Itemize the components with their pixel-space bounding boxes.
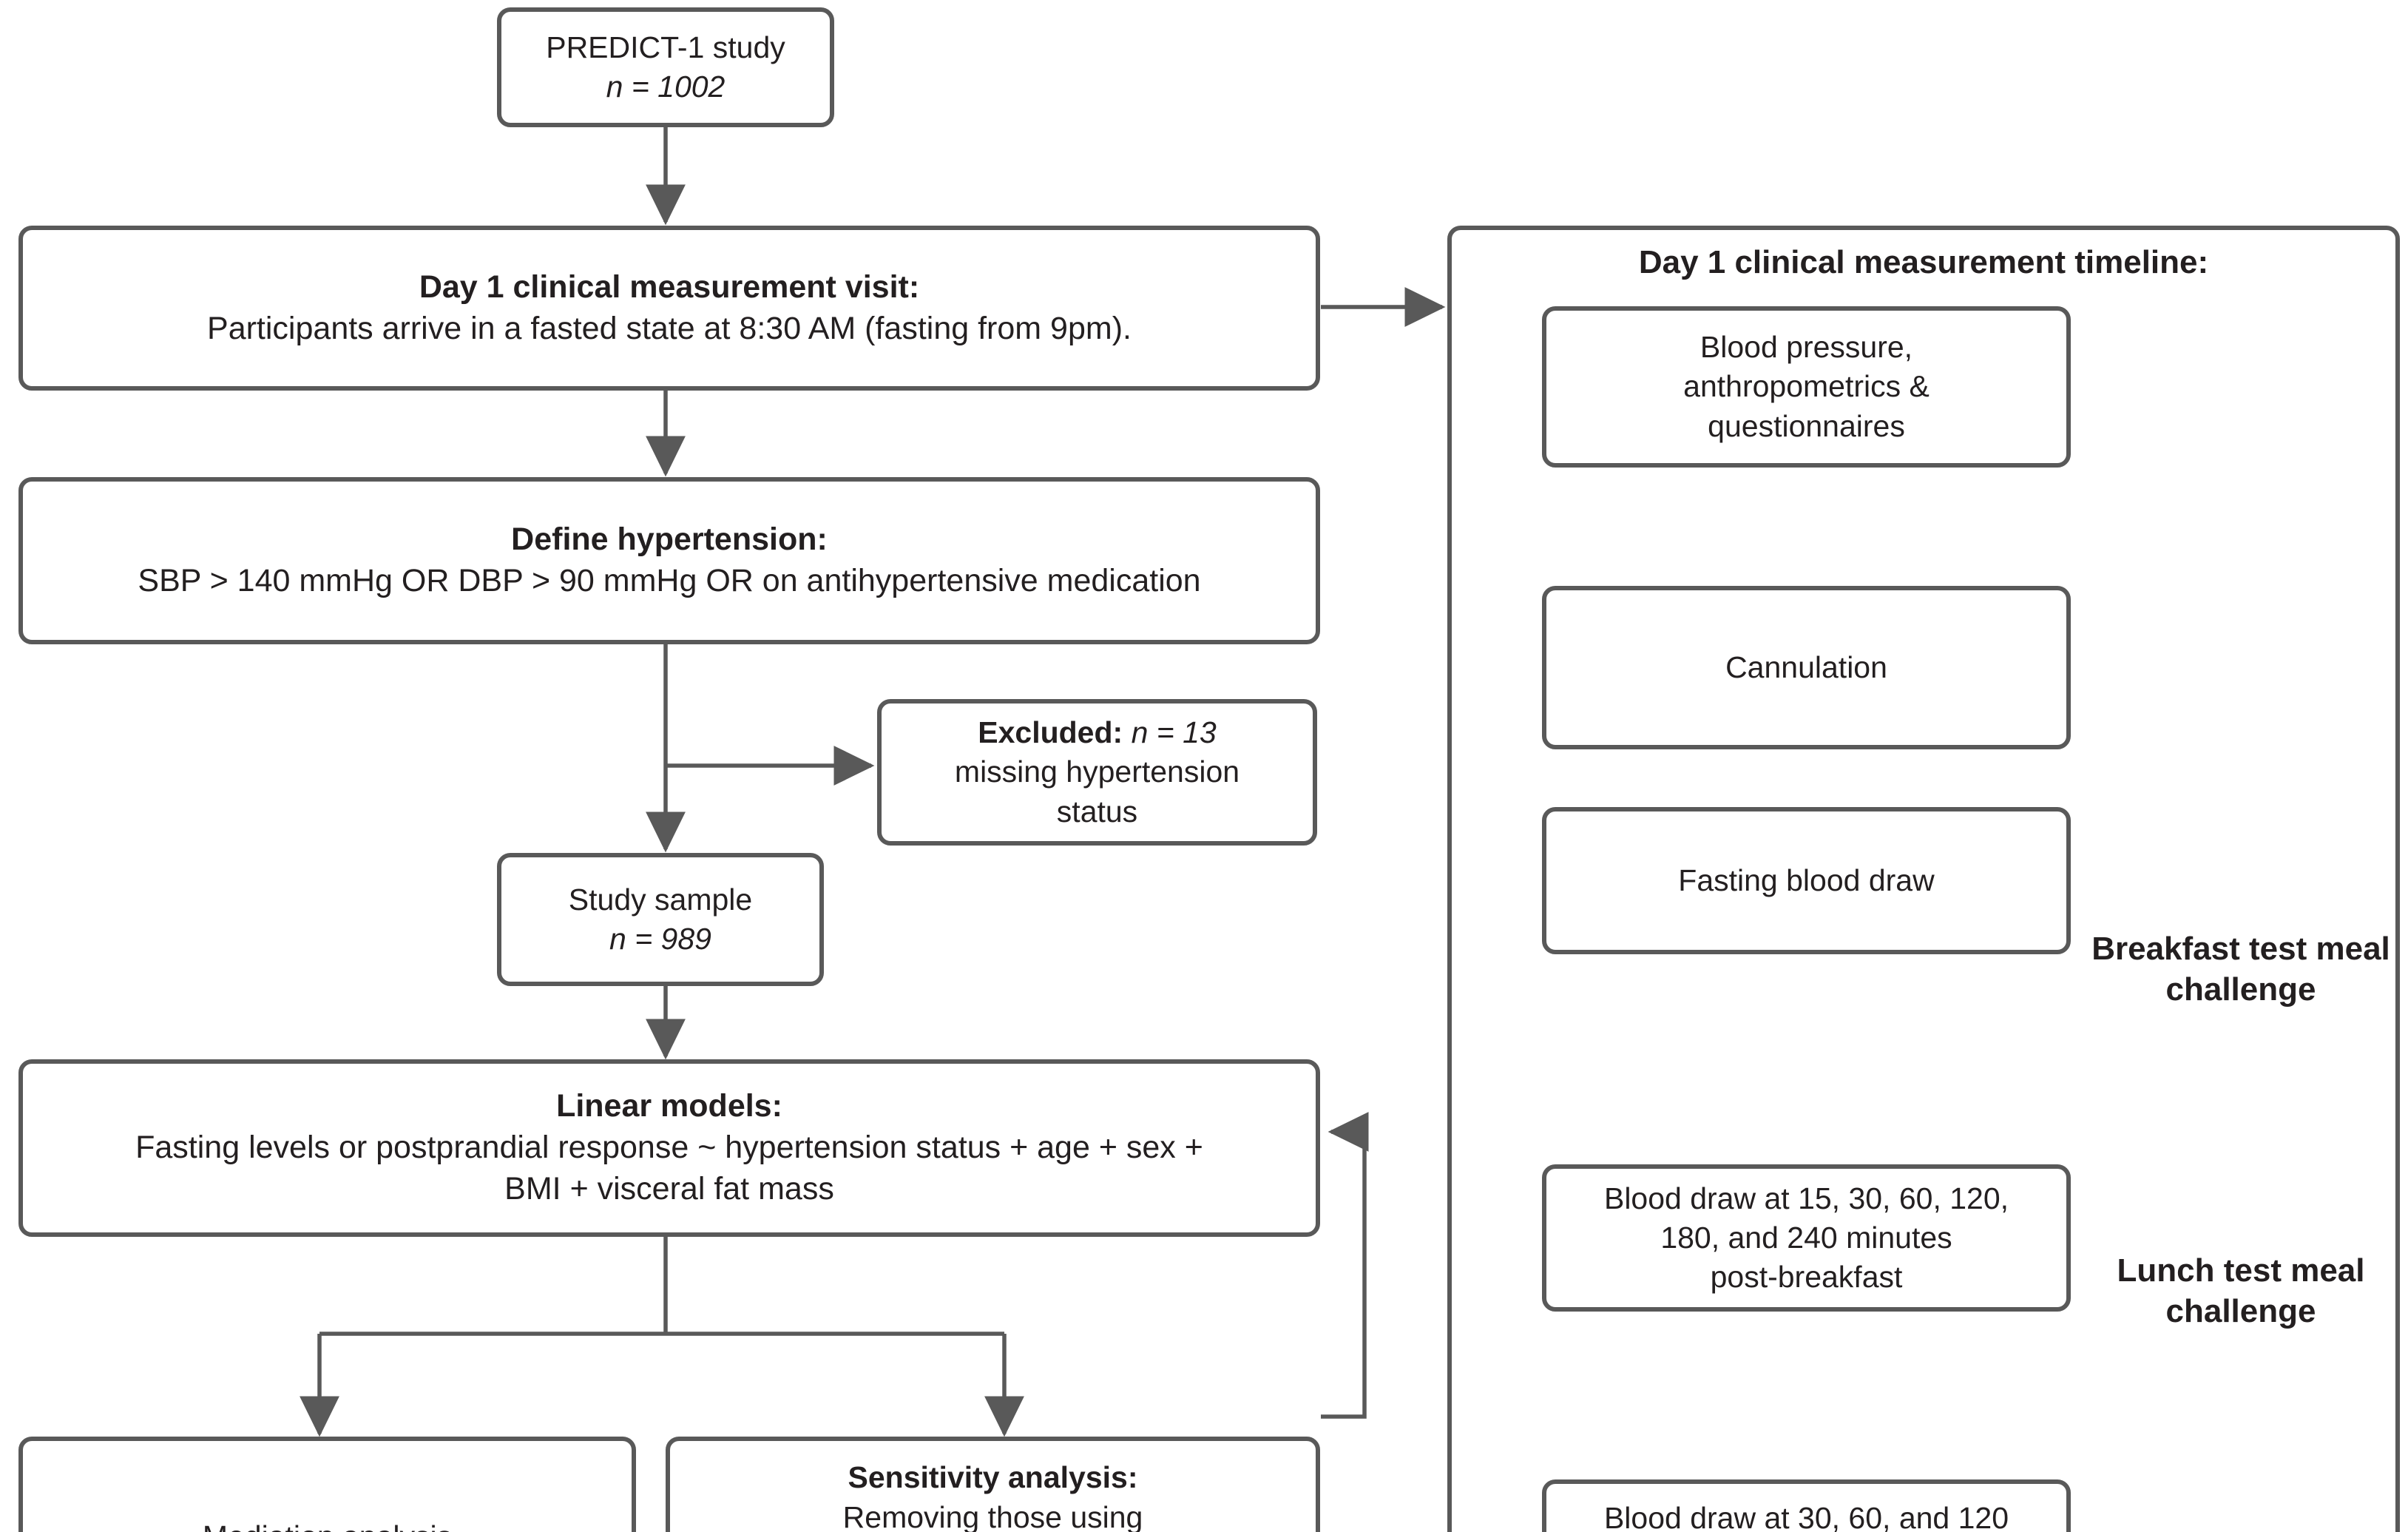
study-box-count: n = 1002	[606, 70, 726, 104]
models-box-formula-1: Fasting levels or postprandial response …	[135, 1130, 1203, 1166]
lunch-draws-line1: Blood draw at 30, 60, and 120	[1603, 1500, 2009, 1532]
excluded-spacer	[1123, 715, 1131, 749]
node-predict1-study[interactable]: PREDICT-1 study n = 1002	[497, 7, 834, 127]
measurements-line1: Blood pressure,	[1700, 330, 1913, 365]
define-box-title: Define hypertension:	[511, 522, 828, 558]
models-box-formula-2: BMI + visceral fat mass	[504, 1170, 834, 1207]
study-box-line1: PREDICT-1 study	[546, 30, 785, 64]
node-cannulation[interactable]: Cannulation	[1542, 586, 2071, 749]
breakfast-label-line2: meal challenge	[2165, 931, 2390, 1008]
node-linear-models[interactable]: Linear models: Fasting levels or postpra…	[18, 1059, 1320, 1237]
sample-box-count: n = 989	[609, 922, 711, 956]
breakfast-draws-line3: post-breakfast	[1710, 1260, 1903, 1295]
measurements-line3: questionnaires	[1708, 408, 1905, 443]
breakfast-draws-line2: 180, and 240 minutes	[1660, 1220, 1952, 1255]
excluded-box-headline: Excluded: n = 13	[895, 713, 1299, 752]
breakfast-challenge-label: Breakfast test meal challenge	[2089, 928, 2392, 1010]
timeline-panel-title: Day 1 clinical measurement timeline:	[1638, 244, 2209, 280]
node-lunch-blood-draws[interactable]: Blood draw at 30, 60, and 120 minutes po…	[1542, 1479, 2071, 1532]
node-day1-visit[interactable]: Day 1 clinical measurement visit: Partic…	[18, 226, 1320, 391]
visit-box-detail: Participants arrive in a fasted state at…	[207, 310, 1132, 346]
excluded-label: Excluded:	[978, 715, 1123, 750]
lunch-label-line2: challenge	[2165, 1293, 2316, 1329]
excluded-count: n = 13	[1131, 715, 1217, 750]
define-box-criteria: SBP > 140 mmHg OR DBP > 90 mmHg OR on an…	[138, 563, 1201, 598]
models-box-title: Linear models:	[556, 1088, 782, 1124]
fasting-draw-label: Fasting blood draw	[1678, 863, 1935, 897]
sensitivity-box-line2: Removing those using	[842, 1499, 1143, 1532]
breakfast-label-line1: Breakfast test	[2091, 931, 2307, 967]
excluded-box-line3: status	[1056, 794, 1138, 829]
arrow-sensitivity-feedback	[1321, 1112, 1369, 1419]
node-define-hypertension[interactable]: Define hypertension: SBP > 140 mmHg OR D…	[18, 477, 1320, 644]
mediation-box-label: Mediation analysis	[36, 1517, 618, 1532]
node-study-sample[interactable]: Study sample n = 989	[497, 853, 824, 986]
cannulation-label: Cannulation	[1725, 649, 1887, 684]
visit-box-title: Day 1 clinical measurement visit:	[419, 269, 920, 305]
sample-box-line1: Study sample	[568, 882, 753, 917]
node-measurements[interactable]: Blood pressure, anthropometrics & questi…	[1542, 306, 2071, 468]
breakfast-draws-line1: Blood draw at 15, 30, 60, 120,	[1603, 1181, 2009, 1215]
lunch-challenge-label: Lunch test meal challenge	[2089, 1250, 2392, 1332]
node-fasting-blood-draw[interactable]: Fasting blood draw	[1542, 807, 2071, 954]
node-mediation-analysis[interactable]: Mediation analysis	[18, 1437, 636, 1532]
lunch-label-line1: Lunch test meal	[2117, 1252, 2365, 1289]
node-breakfast-blood-draws[interactable]: Blood draw at 15, 30, 60, 120, 180, and …	[1542, 1164, 2071, 1312]
excluded-box-line2: missing hypertension	[954, 755, 1240, 789]
node-excluded[interactable]: Excluded: n = 13 missing hypertension st…	[877, 699, 1317, 846]
sensitivity-box-title: Sensitivity analysis:	[848, 1460, 1138, 1495]
measurements-line2: anthropometrics &	[1683, 369, 1930, 404]
node-sensitivity-analysis[interactable]: Sensitivity analysis: Removing those usi…	[666, 1437, 1320, 1532]
